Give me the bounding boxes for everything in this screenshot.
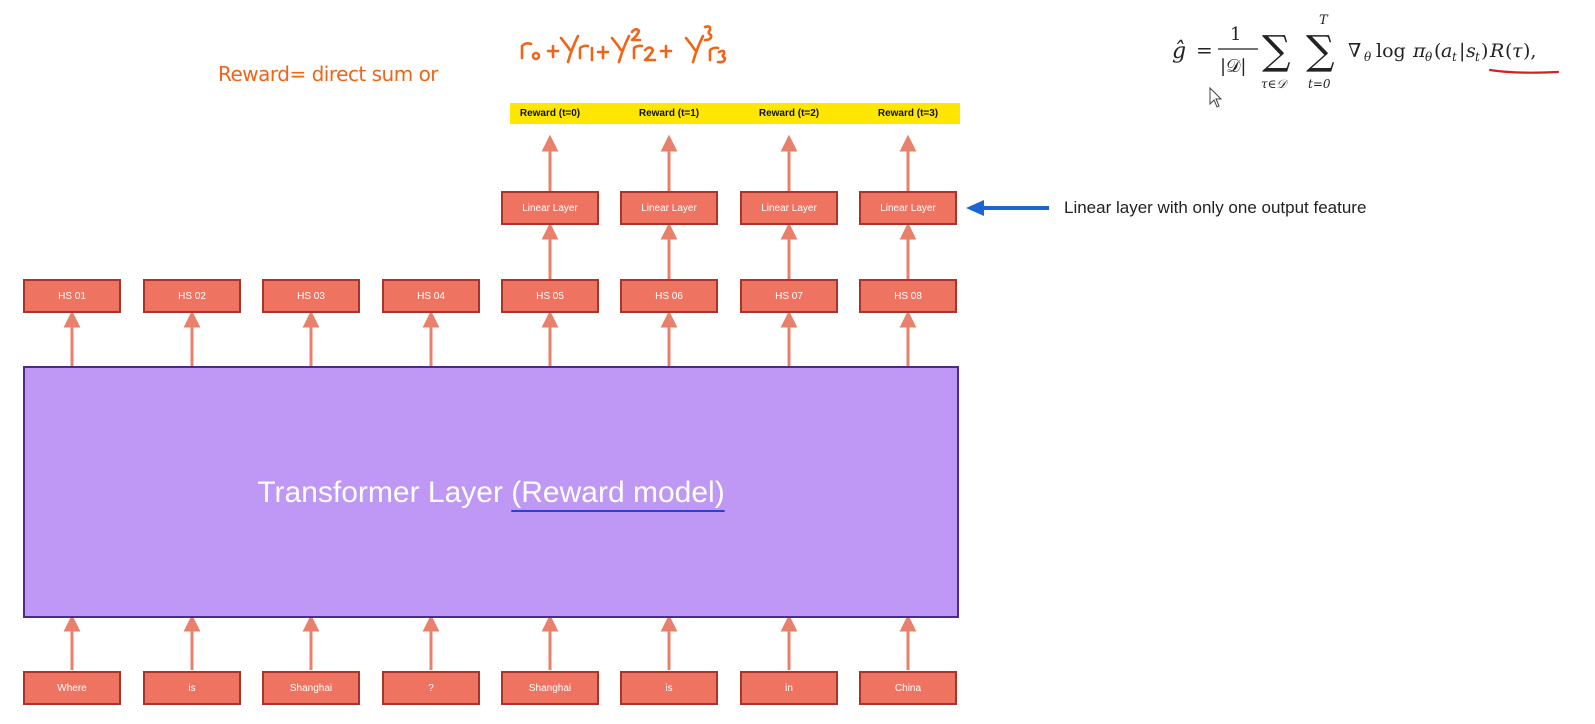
transformer-title: Transformer Layer bbox=[257, 476, 503, 509]
svg-text:ĝ: ĝ bbox=[1172, 39, 1186, 64]
input-token-box: in bbox=[740, 671, 838, 705]
linear-layer-box: Linear Layer bbox=[501, 191, 599, 225]
linear-layer-box: Linear Layer bbox=[620, 191, 718, 225]
linear-layer-annotation: Linear layer with only one output featur… bbox=[1064, 198, 1367, 217]
input-token-box: Shanghai bbox=[262, 671, 360, 705]
transformer-layer-block: Transformer Layer (Reward model) bbox=[23, 366, 959, 618]
input-token-box: ? bbox=[382, 671, 480, 705]
svg-text:T: T bbox=[1319, 13, 1329, 28]
svg-text:|: | bbox=[1459, 40, 1465, 62]
linear-layer-box: Linear Layer bbox=[740, 191, 838, 225]
up-arrow bbox=[780, 222, 798, 279]
reward-label: Reward (t=2) bbox=[758, 108, 820, 119]
input-token-box: is bbox=[620, 671, 718, 705]
svg-text:τ∈𝒟: τ∈𝒟 bbox=[1261, 77, 1289, 91]
up-arrow bbox=[541, 222, 559, 279]
hidden-state-box: HS 07 bbox=[740, 279, 838, 313]
up-arrow bbox=[541, 134, 559, 191]
svg-text:(: ( bbox=[1505, 40, 1512, 62]
up-arrow bbox=[899, 614, 917, 670]
policy-gradient-formula: ĝ = 1 |𝒟| ∑ τ∈𝒟 ∑ T t=0 ∇ θ log π θ ( a … bbox=[1172, 13, 1560, 91]
linear-layer-box: Linear Layer bbox=[859, 191, 957, 225]
reward-model-label: (Reward model) bbox=[511, 476, 725, 509]
hidden-state-box: HS 08 bbox=[859, 279, 957, 313]
input-token-box: is bbox=[143, 671, 241, 705]
hidden-state-box: HS 02 bbox=[143, 279, 241, 313]
svg-text:): ) bbox=[1481, 40, 1488, 62]
up-arrow bbox=[899, 134, 917, 191]
hidden-state-box: HS 03 bbox=[262, 279, 360, 313]
svg-text:log: log bbox=[1376, 40, 1406, 62]
reward-label: Reward (t=1) bbox=[638, 108, 700, 119]
up-arrow bbox=[660, 310, 678, 366]
svg-text:θ: θ bbox=[1364, 50, 1372, 64]
reward-label: Reward (t=3) bbox=[877, 108, 939, 119]
hidden-state-box: HS 04 bbox=[382, 279, 480, 313]
hidden-state-box: HS 05 bbox=[501, 279, 599, 313]
svg-text:(: ( bbox=[1434, 40, 1441, 62]
up-arrow bbox=[660, 134, 678, 191]
up-arrow bbox=[780, 310, 798, 366]
svg-text:∇: ∇ bbox=[1348, 40, 1361, 62]
annotation-arrow bbox=[966, 200, 1049, 216]
svg-text:t=0: t=0 bbox=[1308, 77, 1331, 91]
svg-text:∑: ∑ bbox=[1262, 28, 1291, 74]
svg-text:=: = bbox=[1196, 38, 1213, 62]
up-arrow bbox=[63, 310, 81, 366]
up-arrow bbox=[780, 614, 798, 670]
up-arrow bbox=[183, 614, 201, 670]
svg-text:t: t bbox=[1452, 50, 1457, 64]
svg-text:π: π bbox=[1412, 40, 1426, 62]
hidden-state-box: HS 01 bbox=[23, 279, 121, 313]
svg-text:1: 1 bbox=[1230, 24, 1241, 45]
up-arrow bbox=[660, 222, 678, 279]
up-arrow bbox=[422, 310, 440, 366]
up-arrow bbox=[899, 222, 917, 279]
svg-text:∑: ∑ bbox=[1306, 28, 1335, 74]
svg-text:R: R bbox=[1489, 40, 1504, 62]
up-arrow bbox=[302, 614, 320, 670]
reward-output-bar: Reward (t=0) Reward (t=1) Reward (t=2) R… bbox=[510, 103, 960, 124]
up-arrow bbox=[541, 614, 559, 670]
input-token-box: Where bbox=[23, 671, 121, 705]
up-arrow bbox=[63, 614, 81, 670]
input-token-box: China bbox=[859, 671, 957, 705]
up-arrow bbox=[183, 310, 201, 366]
up-arrow bbox=[660, 614, 678, 670]
svg-text:t: t bbox=[1475, 50, 1480, 64]
transformer-label: Transformer Layer (Reward model) bbox=[25, 476, 957, 510]
svg-text:τ: τ bbox=[1512, 40, 1523, 62]
up-arrow bbox=[780, 134, 798, 191]
svg-text:),: ), bbox=[1523, 40, 1536, 62]
up-arrow bbox=[302, 310, 320, 366]
svg-text:a: a bbox=[1441, 40, 1452, 62]
svg-text:|𝒟|: |𝒟| bbox=[1220, 56, 1247, 77]
svg-text:θ: θ bbox=[1425, 50, 1433, 64]
svg-text:s: s bbox=[1466, 40, 1476, 62]
input-token-box: Shanghai bbox=[501, 671, 599, 705]
up-arrow bbox=[541, 310, 559, 366]
up-arrow bbox=[899, 310, 917, 366]
handwritten-reward-note: Reward= direct sum or bbox=[218, 62, 439, 86]
reward-label: Reward (t=0) bbox=[519, 108, 581, 119]
hidden-state-box: HS 06 bbox=[620, 279, 718, 313]
up-arrow bbox=[422, 614, 440, 670]
